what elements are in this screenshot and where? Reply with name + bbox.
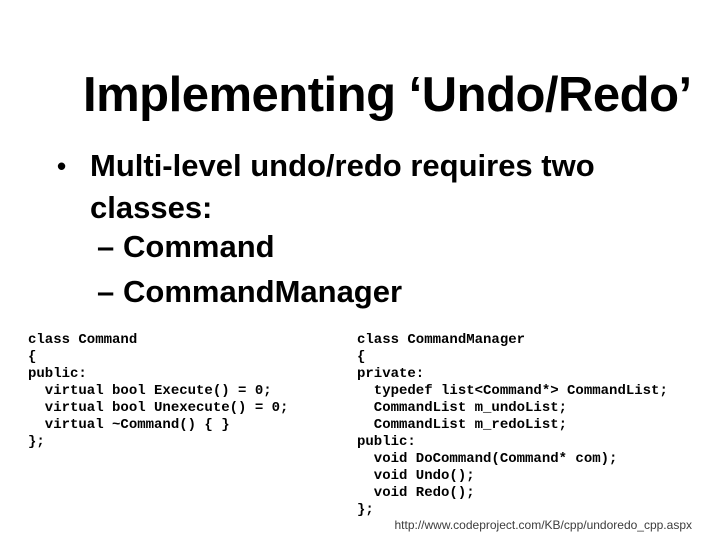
bullet-text: Multi-level undo/redo requires two class…: [90, 148, 595, 225]
sub-bullet-label: Command: [123, 229, 275, 264]
sub-bullet-list: – Command – CommandManager: [97, 224, 402, 314]
sub-bullet-commandmanager: – CommandManager: [97, 269, 402, 314]
dash-marker: –: [97, 229, 115, 264]
slide-title: Implementing ‘Undo/Redo’: [83, 68, 692, 122]
code-block-commandmanager: class CommandManager { private: typedef …: [357, 332, 668, 518]
bullet-item: • Multi-level undo/redo requires two cla…: [57, 145, 635, 229]
sub-bullet-command: – Command: [97, 224, 402, 269]
code-block-command: class Command { public: virtual bool Exe…: [28, 332, 289, 450]
dash-marker: –: [97, 274, 115, 309]
sub-bullet-label: CommandManager: [123, 274, 403, 309]
footer-url: http://www.codeproject.com/KB/cpp/undore…: [394, 518, 692, 532]
bullet-marker: •: [57, 151, 67, 181]
